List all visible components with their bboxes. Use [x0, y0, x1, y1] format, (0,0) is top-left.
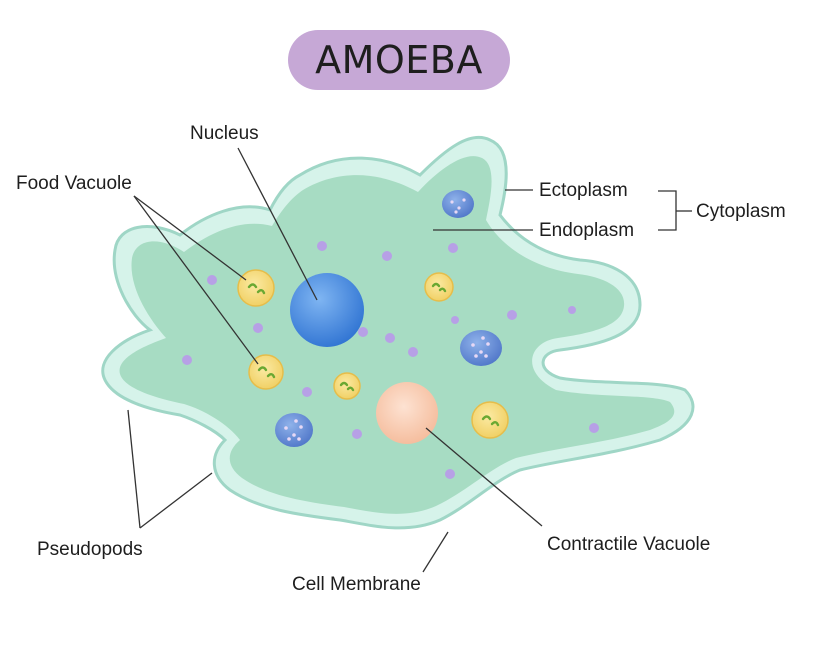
label-cell-membrane: Cell Membrane: [292, 574, 421, 595]
label-contractile-vacuole: Contractile Vacuole: [547, 534, 711, 555]
label-nucleus: Nucleus: [190, 123, 259, 144]
granular-vacuoles: [275, 190, 502, 447]
cytoplasm-granules: [182, 241, 599, 479]
title-badge: AMOEBA: [288, 30, 510, 90]
contractile-vacuole-shape: [376, 382, 438, 444]
label-endoplasm: Endoplasm: [539, 220, 635, 241]
label-cytoplasm: Cytoplasm: [696, 201, 786, 222]
label-pseudopods: Pseudopods: [37, 539, 143, 560]
endoplasm-layer: [119, 156, 675, 514]
label-ectoplasm: Ectoplasm: [539, 180, 628, 201]
label-food-vacuole: Food Vacuole: [16, 173, 132, 194]
diagram-title: AMOEBA: [315, 38, 483, 82]
leader-lines: [127, 147, 692, 573]
nucleus-shape: [290, 273, 364, 347]
